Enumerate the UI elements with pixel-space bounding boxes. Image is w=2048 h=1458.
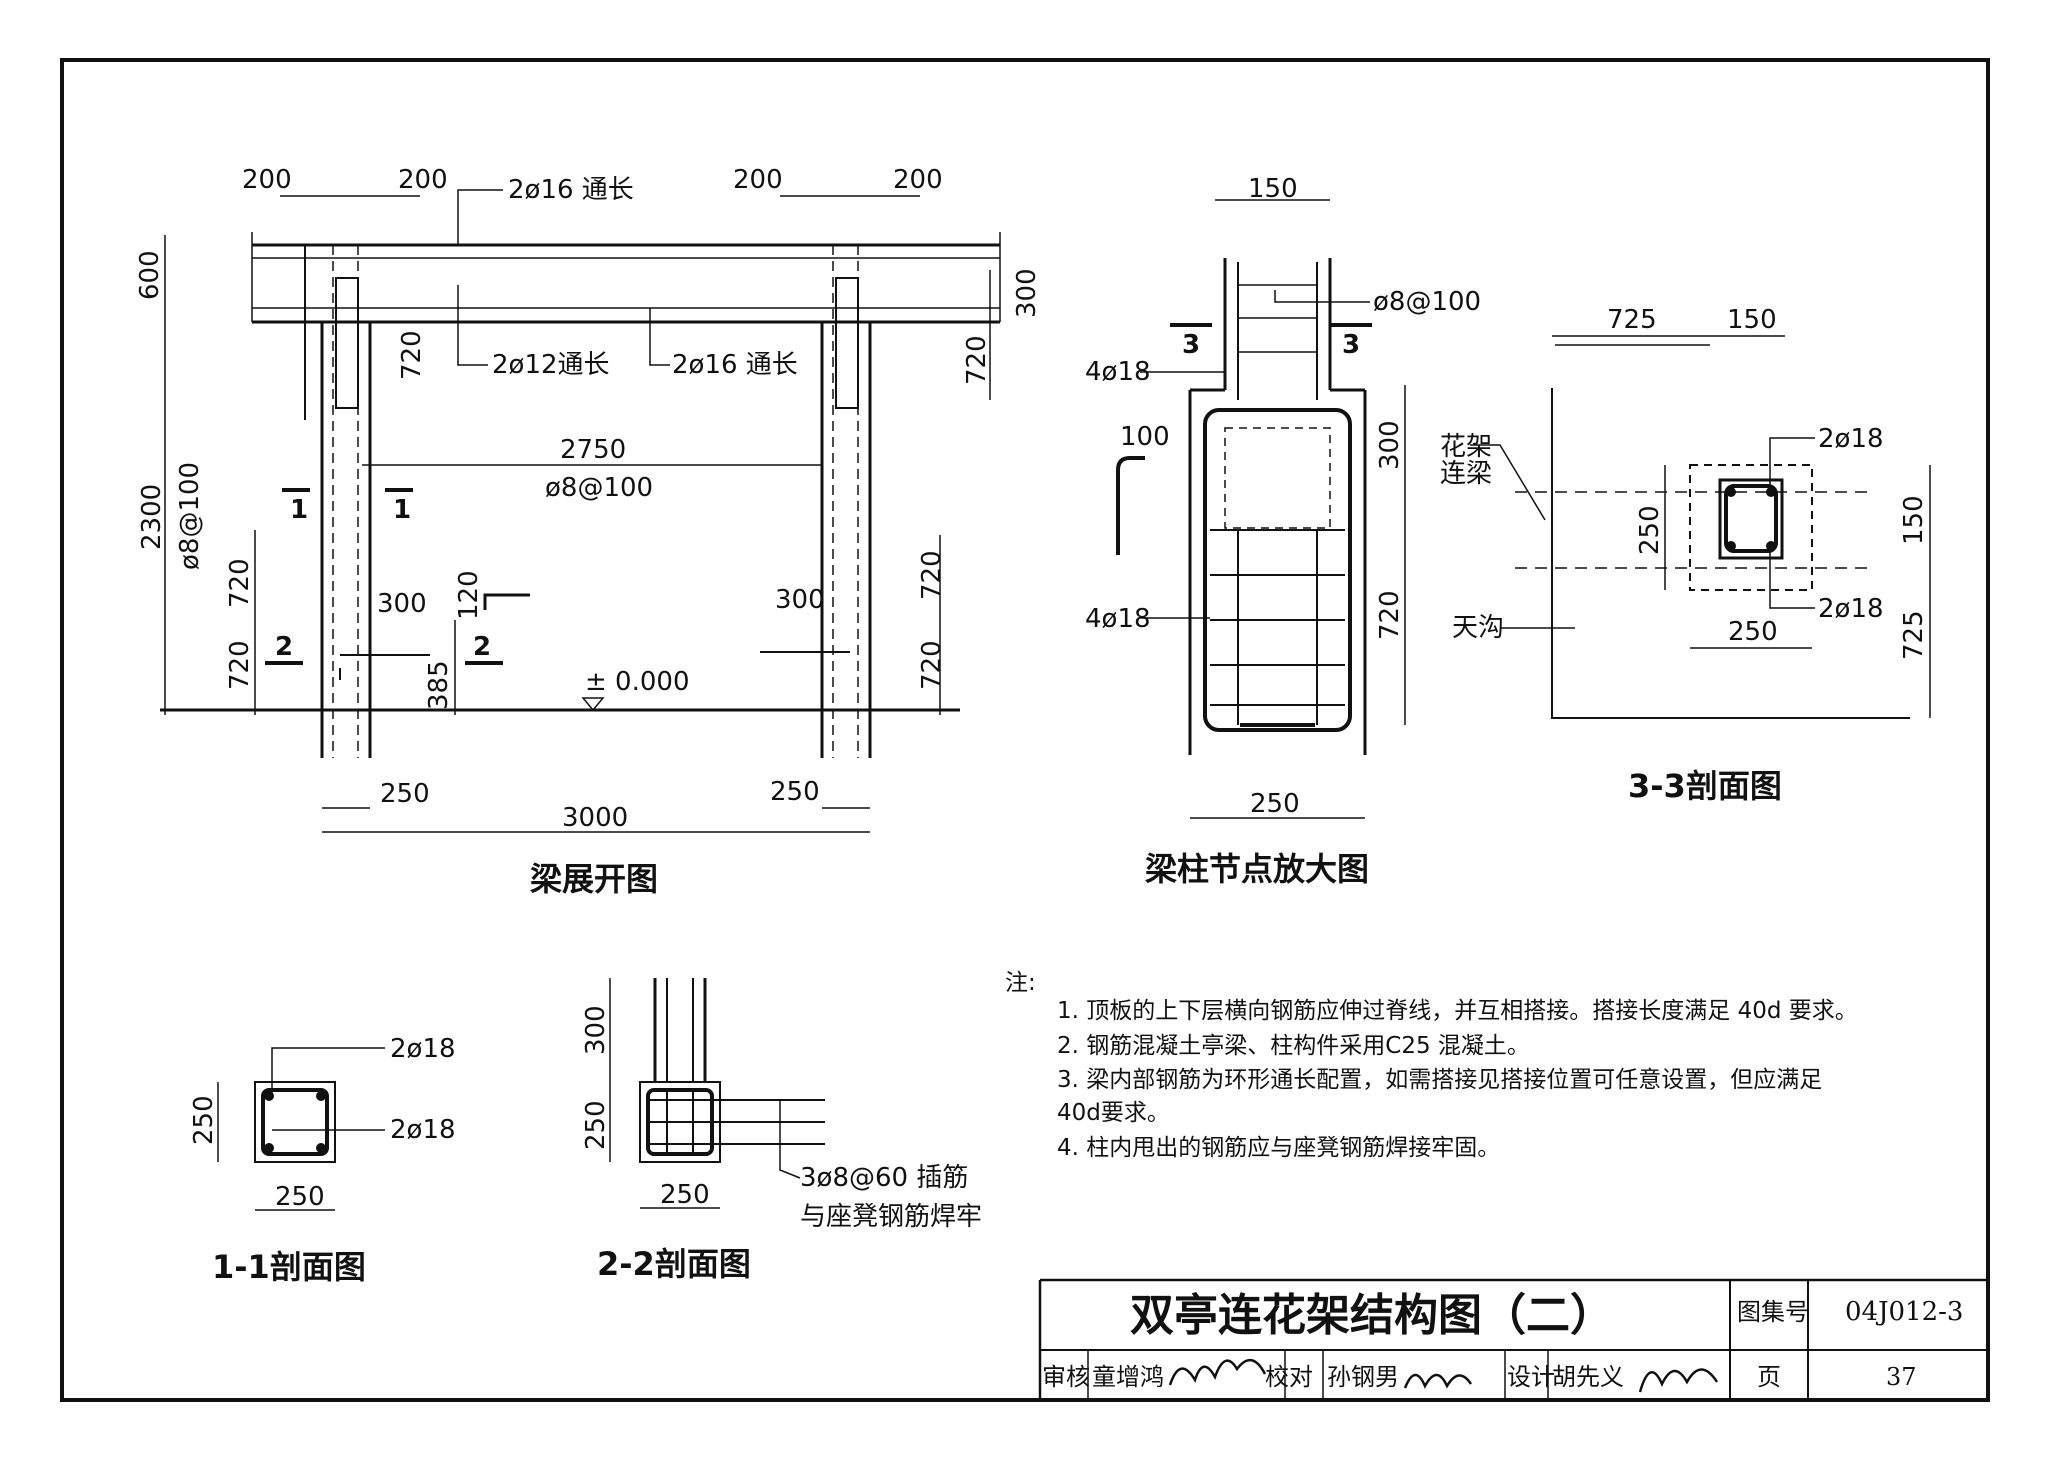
- section-mark-2: 2: [473, 632, 491, 662]
- node-detail-caption: 梁柱节点放大图: [1145, 850, 1369, 888]
- beam-label: 连梁: [1440, 459, 1492, 489]
- atlas-number: 04J012-3: [1845, 1297, 1963, 1327]
- section-2-2-caption: 2-2剖面图: [597, 1245, 751, 1283]
- dowel-label: 3ø8@60 插筋: [800, 1163, 968, 1193]
- rebar-label-mid: 2ø12通长: [492, 350, 610, 380]
- dim-250: 250: [1250, 789, 1300, 819]
- bars-label: 2ø18: [1818, 424, 1884, 454]
- dim-720: 720: [917, 640, 947, 690]
- node-detail: [1116, 199, 1406, 819]
- stirrup-label: ø8@100: [1373, 287, 1481, 317]
- note-item: 3. 梁内部钢筋为环形通长配置，如需搭接见搭接位置可任意设置，但应满足: [1057, 1067, 1822, 1093]
- title-block: [1038, 1278, 1988, 1400]
- dim-200: 200: [733, 165, 783, 195]
- dim-250: 250: [660, 1180, 710, 1210]
- dowel-label: 与座凳钢筋焊牢: [800, 1202, 982, 1232]
- design-label: 设计: [1507, 1363, 1555, 1391]
- drawing-title: 双亭连花架结构图（二）: [1130, 1290, 1614, 1341]
- dim-200: 200: [893, 165, 943, 195]
- dim-300: 300: [1375, 420, 1405, 470]
- dim-300: 300: [581, 1005, 611, 1055]
- beam-elevation-caption: 梁展开图: [530, 860, 658, 898]
- review-label: 审核: [1042, 1363, 1090, 1391]
- dim-720: 720: [917, 550, 947, 600]
- dim-120: 120: [454, 570, 484, 620]
- dim-200: 200: [242, 165, 292, 195]
- section-mark-2: 2: [275, 632, 293, 662]
- notes-title: 注:: [1005, 970, 1036, 996]
- dim-250: 250: [380, 779, 430, 809]
- dim-720: 720: [962, 335, 992, 385]
- page-label: 页: [1757, 1363, 1781, 1391]
- dim-150: 150: [1899, 495, 1929, 545]
- dim-250: 250: [1728, 617, 1778, 647]
- dim-250: 250: [1635, 505, 1665, 555]
- dim-2750: 2750: [560, 435, 626, 465]
- note-item: 40d要求。: [1057, 1100, 1170, 1126]
- reviewer-signature: [1168, 1359, 1267, 1386]
- dim-250: 250: [275, 1182, 325, 1212]
- dim-720: 720: [225, 640, 255, 690]
- dim-385: 385: [424, 660, 454, 710]
- dim-250: 250: [189, 1095, 219, 1145]
- beam-elevation: [160, 189, 1001, 833]
- dim-600: 600: [135, 250, 165, 300]
- bars-label: 4ø18: [1085, 357, 1151, 387]
- dim-250: 250: [581, 1100, 611, 1150]
- note-item: 1. 顶板的上下层横向钢筋应伸过脊线，并互相搭接。搭接长度满足 40d 要求。: [1057, 998, 1858, 1024]
- section-mark-3: 3: [1182, 330, 1200, 360]
- beam-label: 花架: [1440, 432, 1492, 462]
- dim-300: 300: [1012, 268, 1042, 318]
- checker-name: 孙钢男: [1327, 1363, 1399, 1391]
- sheet-frame: [60, 58, 1990, 1402]
- hook-length: 100: [1120, 422, 1170, 452]
- reviewer-name: 童增鸿: [1092, 1363, 1164, 1391]
- dim-200: 200: [398, 165, 448, 195]
- designer-name: 胡先义: [1552, 1363, 1624, 1391]
- bars-label: 2ø18: [390, 1034, 456, 1064]
- checker-signature: [1403, 1373, 1473, 1389]
- bars-label: 4ø18: [1085, 604, 1151, 634]
- section-1-1-caption: 1-1剖面图: [212, 1248, 366, 1286]
- dim-250: 250: [770, 777, 820, 807]
- stirrup-vertical: ø8@100: [175, 462, 205, 570]
- section-1-1: [217, 1047, 385, 1211]
- dim-150: 150: [1727, 305, 1777, 335]
- gutter-label: 天沟: [1452, 613, 1504, 643]
- dim-720: 720: [397, 330, 427, 380]
- dim-720: 720: [225, 558, 255, 608]
- section-2-2: [609, 978, 825, 1209]
- dim-725: 725: [1607, 305, 1657, 335]
- section-mark-1: 1: [393, 495, 411, 525]
- note-item: 2. 钢筋混凝土亭梁、柱构件采用C25 混凝土。: [1057, 1033, 1530, 1059]
- note-item: 4. 柱内甩出的钢筋应与座凳钢筋焊接牢固。: [1057, 1135, 1500, 1161]
- designer-signature: [1638, 1368, 1719, 1393]
- dim-300: 300: [377, 589, 427, 619]
- dim-720: 720: [1375, 590, 1405, 640]
- dim-300: 300: [775, 585, 825, 615]
- dim-2300: 2300: [137, 484, 167, 550]
- rebar-label-bottom: 2ø16 通长: [672, 350, 798, 380]
- check-label: 校对: [1265, 1363, 1313, 1391]
- dim-150: 150: [1248, 174, 1298, 204]
- section-3-3-caption: 3-3剖面图: [1628, 767, 1782, 805]
- bars-label: 2ø18: [390, 1115, 456, 1145]
- dim-725: 725: [1899, 610, 1929, 660]
- bars-label: 2ø18: [1818, 594, 1884, 624]
- page-number: 37: [1886, 1363, 1917, 1391]
- atlas-label: 图集号: [1737, 1298, 1809, 1326]
- rebar-label-top: 2ø16 通长: [508, 175, 634, 205]
- section-mark-3: 3: [1342, 330, 1360, 360]
- stirrup-horizontal: ø8@100: [545, 473, 653, 503]
- section-3-3: [1470, 335, 1931, 719]
- ground-level: ± 0.000: [585, 667, 689, 697]
- dim-3000: 3000: [562, 803, 628, 833]
- section-mark-1: 1: [290, 495, 308, 525]
